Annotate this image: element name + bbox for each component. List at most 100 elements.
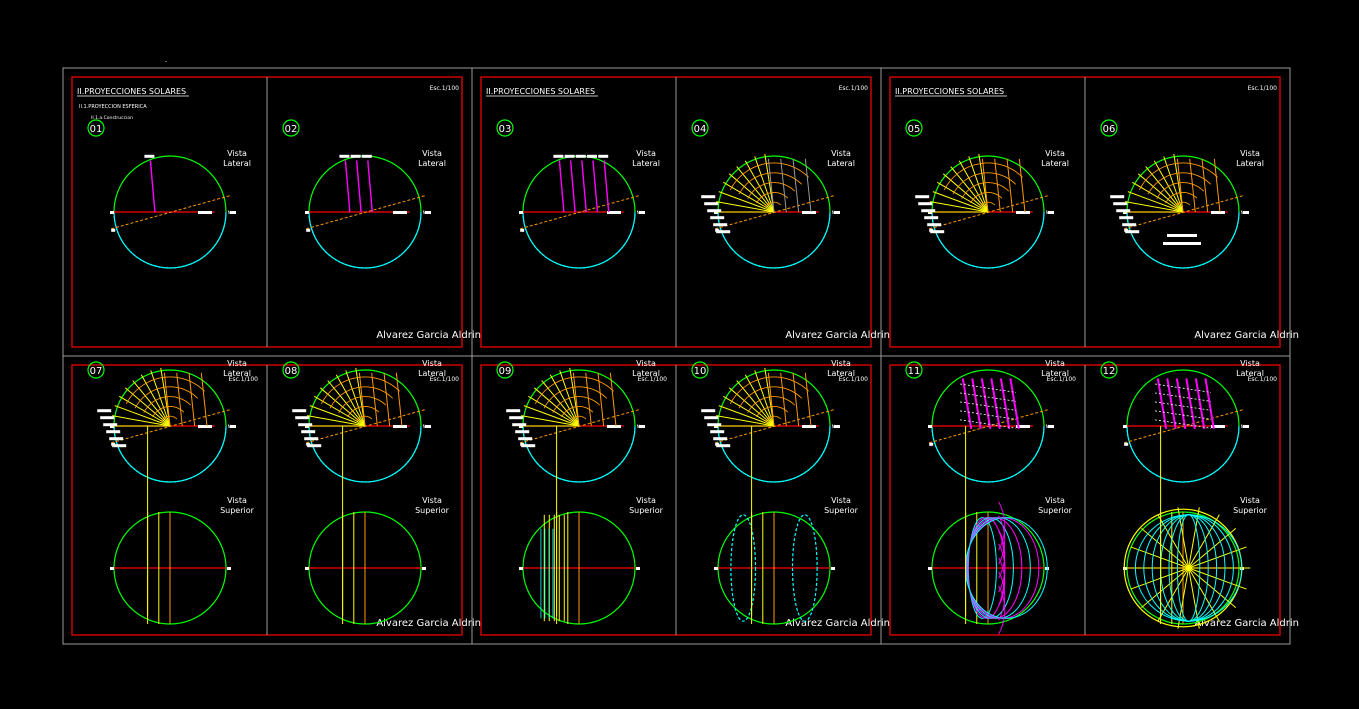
- dimension-tag: [298, 423, 313, 427]
- dimension-tag: [607, 211, 621, 214]
- dimension-tag: [307, 444, 322, 448]
- sphere-lower-dashed: [717, 211, 831, 269]
- grid-ray: [1176, 158, 1184, 213]
- dimension-tag: [1122, 223, 1137, 227]
- grid-ray: [383, 372, 391, 427]
- dimension-tag: [97, 409, 112, 413]
- globe-parallel: [998, 543, 1006, 593]
- parallel-arc: [134, 386, 199, 409]
- author-label: Alvarez Garcia Aldrin: [1194, 330, 1299, 341]
- step-number: 08: [285, 366, 298, 377]
- view-lateral-label-line1: Vista: [831, 149, 851, 158]
- dimension-tag: [710, 430, 725, 434]
- sphere-upper-arc: [1126, 369, 1240, 427]
- dimension-tag: [198, 211, 212, 214]
- dimension-tag: [1211, 425, 1225, 428]
- grid-ray: [358, 372, 366, 427]
- dimension-tag: [639, 425, 645, 428]
- view-lateral-label-line1: Vista: [636, 149, 656, 158]
- dimension-tag: [1123, 567, 1127, 570]
- dimension-tag: [350, 154, 361, 158]
- step-number: 03: [499, 124, 512, 135]
- parallel-arc: [729, 376, 809, 404]
- view-lateral-label-line2: Lateral: [223, 159, 251, 168]
- magenta-grid: [1194, 378, 1206, 429]
- meridian-ray: [716, 415, 775, 427]
- view-lateral-label-line1: Vista: [1045, 149, 1065, 158]
- parallel-arc: [978, 201, 996, 208]
- sphere-upper-arc: [717, 155, 831, 213]
- meridian-ray: [114, 405, 171, 427]
- grid-line: [1154, 383, 1212, 393]
- meridian-ray: [1188, 567, 1220, 622]
- view-superior-label-line1: Vista: [1240, 496, 1260, 505]
- sphere-lower-dashed: [113, 425, 227, 483]
- dimension-tag: [521, 444, 536, 448]
- view-lateral-label-line2: Lateral: [418, 159, 446, 168]
- parallel-arc: [961, 182, 1010, 199]
- sphere-lower-dashed: [308, 425, 422, 483]
- parallel-arc: [160, 415, 178, 422]
- parallel-arc: [320, 376, 400, 404]
- compass-label: N: [637, 210, 640, 215]
- grid-line: [959, 419, 1017, 429]
- magenta-grid: [1009, 378, 1020, 429]
- dimension-tag: [339, 154, 350, 158]
- step-number-circle: [496, 361, 514, 379]
- projection-ray: [592, 160, 599, 213]
- dimension-tag: [710, 216, 725, 220]
- projection-ray: [344, 160, 351, 213]
- meridian-ray: [932, 191, 989, 213]
- projection-ray: [149, 160, 156, 213]
- meridian-ray: [309, 405, 366, 427]
- step-number-circle: [905, 119, 923, 137]
- view-lateral-label-line1: Vista: [227, 149, 247, 158]
- view-lateral-label-line2: Lateral: [1236, 369, 1264, 378]
- meridian-ray: [1130, 546, 1189, 569]
- subtitle: II.1.a.Construccion: [91, 115, 133, 121]
- dimension-tag: [304, 437, 319, 441]
- meridian-ray: [930, 201, 989, 213]
- meridian-ray: [1141, 528, 1189, 569]
- dimension-tag: [292, 409, 307, 413]
- dimension-tag: [1113, 202, 1128, 206]
- dimension-tag: [927, 223, 942, 227]
- magenta-grid: [1204, 378, 1215, 429]
- step-number-circle: [691, 119, 709, 137]
- step-number: 02: [285, 124, 298, 135]
- dimension-tag: [564, 154, 575, 158]
- dimension-tag: [1048, 425, 1054, 428]
- sphere-lower-dashed: [308, 211, 422, 269]
- view-lateral-label-line1: Vista: [1240, 359, 1260, 368]
- dimension-tag: [144, 154, 155, 158]
- magenta-grid: [1166, 378, 1177, 429]
- globe-parallel: [998, 585, 1006, 635]
- parallel-arc: [534, 376, 614, 404]
- parallel-arc: [355, 415, 373, 422]
- step-number: 05: [908, 124, 921, 135]
- parallel-arc: [738, 172, 803, 195]
- dimension-tag: [707, 209, 722, 213]
- ecliptic-line: [715, 408, 836, 444]
- dimension-tag: [198, 425, 212, 428]
- grid-ray: [994, 158, 1001, 213]
- dimension-tag: [1211, 211, 1225, 214]
- dimension-tag: [305, 211, 309, 214]
- dimension-tag: [921, 209, 936, 213]
- dimension-tag: [1016, 425, 1030, 428]
- grid-ray: [188, 372, 196, 427]
- scale-label: Esc.1/100: [229, 376, 259, 383]
- projection-ray: [558, 160, 565, 213]
- dimension-tag: [230, 425, 236, 428]
- dimension-tag: [575, 154, 586, 158]
- view-lateral-label-line2: Lateral: [1041, 369, 1069, 378]
- step-number: 10: [694, 366, 707, 377]
- sheet-title: II.PROYECCIONES SOLARES: [486, 87, 595, 96]
- stray-mark: -: [165, 58, 167, 65]
- meridian-ray: [523, 405, 580, 427]
- sphere-upper-arc: [931, 155, 1045, 213]
- view-lateral-label-line1: Vista: [636, 359, 656, 368]
- dimension-tag: [701, 409, 716, 413]
- parallel-arc: [543, 386, 608, 409]
- magenta-grid: [1156, 378, 1168, 429]
